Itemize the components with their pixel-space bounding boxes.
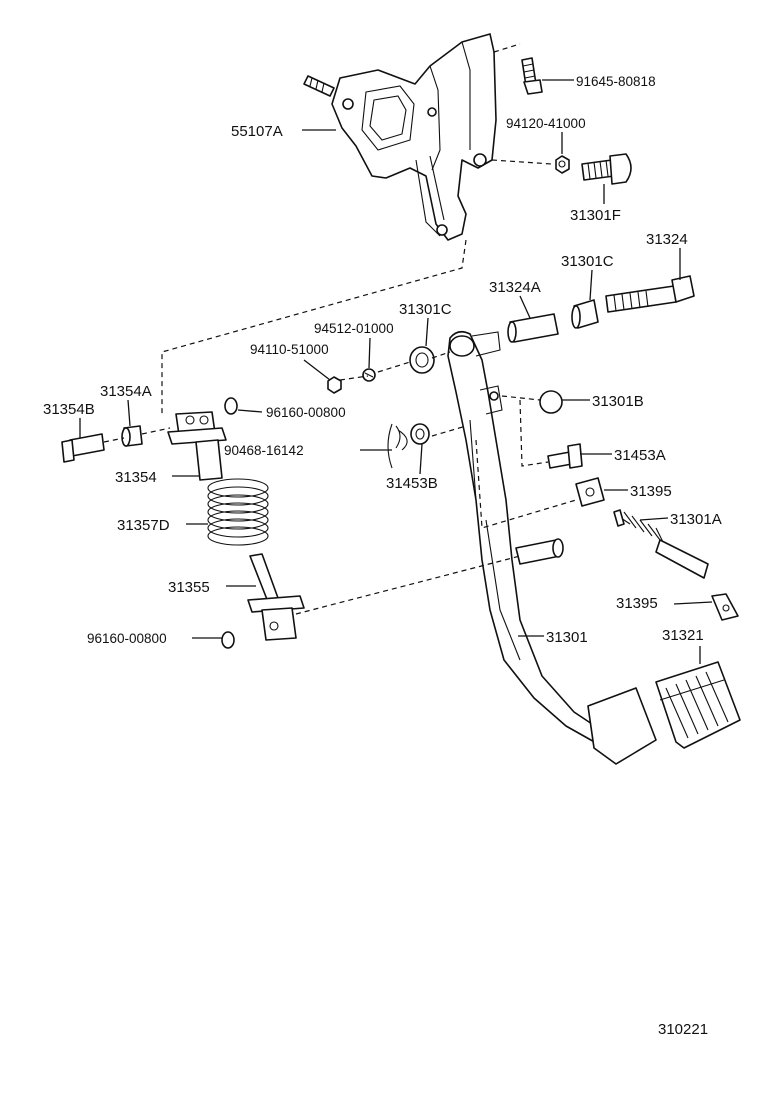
label-31301B: 31301B — [592, 393, 644, 410]
label-31453B: 31453B — [386, 475, 438, 492]
bolt-31453A — [547, 443, 583, 469]
label-31354: 31354 — [115, 469, 157, 486]
label-96160-00800-upper: 96160-00800 — [266, 405, 346, 420]
stopper-31395-lower — [711, 593, 739, 621]
snap-ring-96160-lower — [221, 631, 235, 649]
pedal-pad-31321 — [655, 661, 741, 749]
spring-rod-31355 — [247, 553, 305, 641]
clutch-pedal-arm — [447, 330, 657, 765]
collar-31453B — [410, 423, 430, 445]
bolt-91645 — [521, 57, 543, 95]
label-94120-41000: 94120-41000 — [506, 116, 586, 131]
snap-ring-96160-upper — [224, 397, 238, 415]
turnover-spring-31357D — [207, 478, 269, 546]
part-labels: 55107A 91645-80818 94120-41000 31301F 31… — [43, 74, 722, 1038]
label-31354B: 31354B — [43, 401, 95, 418]
nut-94110 — [327, 376, 342, 394]
return-spring-31301A — [613, 509, 709, 579]
pedal-support-bracket — [303, 33, 497, 241]
label-31395-upper: 31395 — [630, 483, 672, 500]
label-31354A: 31354A — [100, 383, 152, 400]
bushing-31354A — [121, 425, 143, 447]
stopper-31395-upper — [575, 477, 605, 507]
figure-id: 310221 — [658, 1021, 708, 1038]
label-31355: 31355 — [168, 579, 210, 596]
label-94110-51000: 94110-51000 — [250, 342, 329, 357]
pivot-bolt-31324 — [605, 275, 695, 313]
label-31453A: 31453A — [614, 447, 666, 464]
label-94512-01000: 94512-01000 — [314, 321, 394, 336]
label-91645-80818: 91645-80818 — [576, 74, 656, 89]
bushing-31301C-left — [409, 346, 435, 374]
label-55107A: 55107A — [231, 123, 283, 140]
bolt-31354B — [61, 433, 105, 463]
label-31301A: 31301A — [670, 511, 722, 528]
label-31301C-left: 31301C — [399, 301, 452, 318]
nut-94120 — [555, 155, 570, 174]
clip-90468 — [387, 423, 408, 469]
clevis-31354 — [167, 411, 227, 481]
pivot-bolt-31301F — [581, 153, 632, 185]
alignment-lines — [103, 43, 577, 615]
label-31395-lower: 31395 — [616, 595, 658, 612]
label-90468-16142: 90468-16142 — [224, 443, 304, 458]
leader-lines — [79, 79, 713, 664]
label-31301: 31301 — [546, 629, 588, 646]
label-31324A: 31324A — [489, 279, 541, 296]
bushing-31301B — [539, 390, 563, 414]
label-31324: 31324 — [646, 231, 688, 248]
label-31321: 31321 — [662, 627, 704, 644]
label-31301F: 31301F — [570, 207, 621, 224]
label-31301C-right: 31301C — [561, 253, 614, 270]
bushing-31301C-right — [571, 299, 599, 329]
lock-washer-94512 — [362, 368, 376, 382]
label-31357D: 31357D — [117, 517, 170, 534]
collar-31324A — [507, 313, 559, 343]
label-96160-00800-lower: 96160-00800 — [87, 631, 167, 646]
